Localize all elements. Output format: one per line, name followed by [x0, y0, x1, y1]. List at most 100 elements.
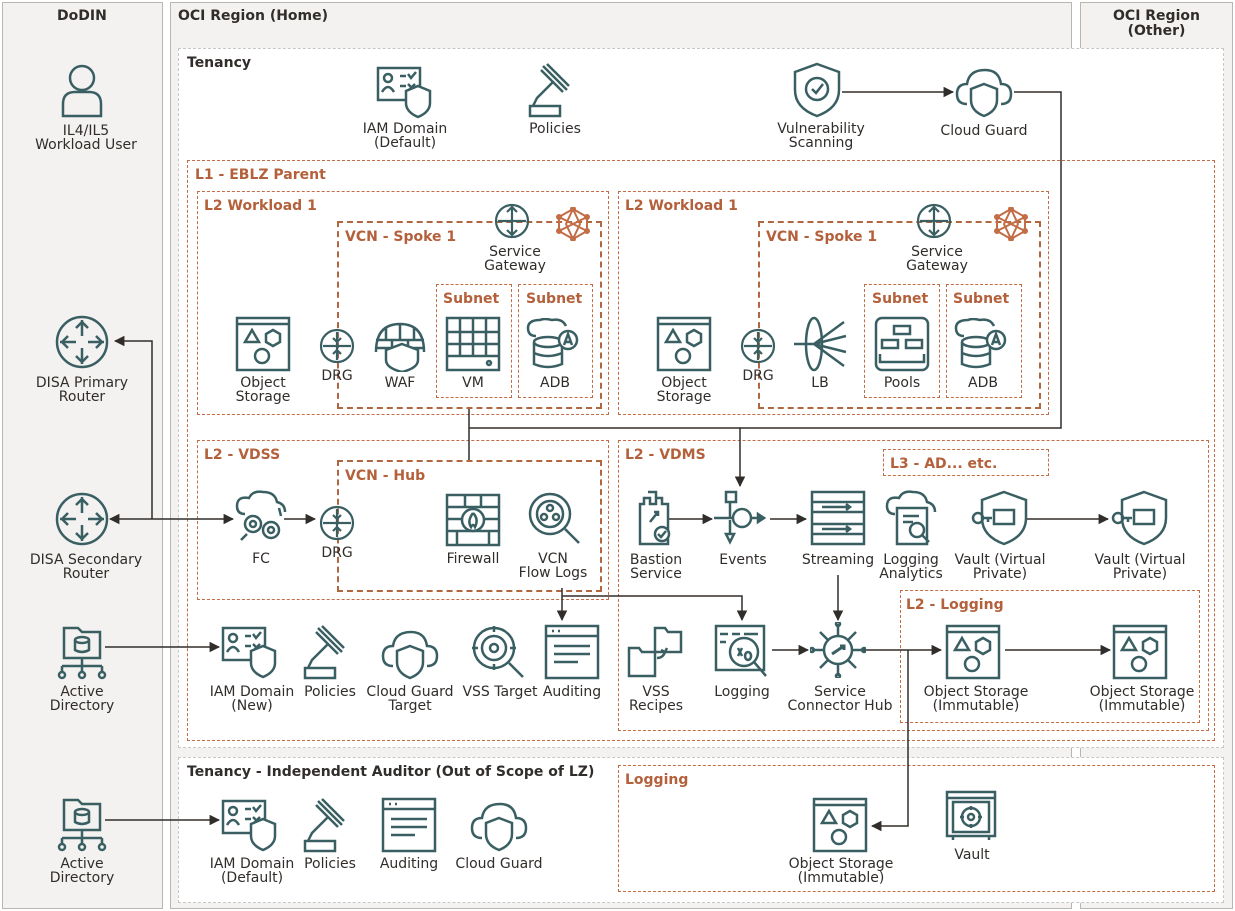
policies-3-label: Policies [304, 856, 356, 872]
vault-3-label: Vault [954, 847, 990, 863]
fc-label: FC [252, 551, 270, 567]
vss-target-label: VSS Target [462, 684, 538, 700]
vault-2-label: Vault (Virtual Private) [1094, 552, 1186, 582]
subnet-vm-title: Subnet [443, 291, 500, 307]
firewall-label: Firewall [446, 551, 500, 567]
vcn-hub-title: VCN - Hub [345, 468, 426, 484]
subnet-vm-box [436, 284, 512, 398]
auditor-logging-box [618, 765, 1215, 892]
l1-title: L1 - EBLZ Parent [195, 167, 326, 183]
object-storage-icon [235, 316, 291, 372]
logging-analytics-icon [885, 490, 937, 546]
iam-new-label: IAM Domain (New) [209, 684, 295, 714]
disa-primary-label: DISA Primary Router [35, 375, 129, 405]
adb-1-label: ADB [540, 375, 570, 391]
adb-icon [526, 318, 579, 369]
iam-default-label: IAM Domain (Default) [362, 121, 448, 151]
vault-1-label: Vault (Virtual Private) [954, 552, 1046, 582]
logging-analytics-label: Logging Analytics [879, 552, 943, 582]
vss-target-icon [472, 626, 524, 678]
policies-2-label: Policies [304, 684, 356, 700]
bastion-icon [638, 490, 671, 546]
user-label: IL4/IL5 Workload User [35, 123, 137, 153]
vcn-flow-logs-label: VCN Flow Logs [518, 551, 588, 581]
l3-box [883, 449, 1049, 476]
drg-1-label: DRG [321, 368, 353, 384]
active-directory-label: Active Directory [49, 684, 115, 714]
object-storage-immutable-icon [945, 624, 1001, 680]
streaming-label: Streaming [801, 552, 875, 568]
iam-default-2-label: IAM Domain (Default) [209, 856, 295, 886]
user-icon [61, 64, 103, 118]
vcn-flow-logs-icon [528, 492, 580, 544]
service-connector-hub-icon [810, 622, 866, 678]
object-storage-2-label: Object Storage [656, 375, 712, 405]
logging-icon [714, 624, 767, 677]
cloud-guard-label: Cloud Guard [940, 123, 1028, 139]
vulnerability-scanning-icon [793, 62, 841, 118]
pools-label: Pools [883, 375, 921, 391]
events-label: Events [719, 552, 767, 568]
subnet-adb1-box [518, 284, 593, 398]
iam-domain-auditor-icon [221, 799, 277, 852]
service-gateway-1-label: Service Gateway [484, 244, 546, 274]
drg-icon [319, 328, 355, 364]
object-storage-2-icon [656, 316, 712, 372]
iam-domain-new-icon [221, 626, 277, 679]
vault-icon [945, 790, 997, 840]
object-storage-immutable-2-icon [1112, 624, 1168, 680]
events-icon [714, 490, 767, 545]
cloud-guard-target-icon [381, 630, 439, 680]
l3-title: L3 - AD... etc. [890, 456, 998, 472]
auditor-logging-title: Logging [625, 772, 689, 788]
auditor-title: Tenancy - Independent Auditor (Out of Sc… [187, 764, 595, 780]
fastconnect-icon [235, 490, 287, 541]
workload1-box [197, 191, 609, 415]
vcn-spoke2-title: VCN - Spoke 1 [766, 229, 878, 245]
pools-icon [874, 316, 930, 372]
drg-3-icon [319, 505, 355, 541]
subnet-adb2-title: Subnet [953, 291, 1010, 307]
policies-2-icon [303, 625, 345, 680]
vdms-title: L2 - VDMS [625, 447, 706, 463]
bastion-label: Bastion Service [629, 552, 683, 582]
vault-vp-2-icon [1111, 490, 1168, 546]
l2-logging-title: L2 - Logging [906, 597, 1004, 613]
vss-recipes-icon [627, 626, 683, 678]
active-directory-2-label: Active Directory [49, 856, 115, 886]
osi-3-label: Object Storage (Immutable) [788, 856, 894, 886]
active-directory-2-icon [57, 798, 107, 852]
vm-label: VM [462, 375, 484, 391]
lb-label: LB [811, 375, 829, 391]
network-cluster-2-icon [994, 207, 1028, 241]
service-gateway-icon [494, 203, 530, 239]
sch-label: Service Connector Hub [787, 684, 893, 714]
waf-label: WAF [384, 375, 416, 391]
tenancy-title: Tenancy [187, 55, 251, 71]
vm-icon [445, 316, 501, 372]
dodin-title: DoDIN [57, 8, 107, 24]
disa-primary-router-icon [55, 315, 109, 369]
subnet-pools-title: Subnet [872, 291, 929, 307]
iam-domain-icon [376, 66, 432, 119]
disa-secondary-label: DISA Secondary Router [29, 552, 143, 582]
load-balancer-icon [794, 316, 847, 372]
vulnerability-label: Vulnerability Scanning [777, 121, 865, 151]
adb-2-label: ADB [968, 375, 998, 391]
auditing-2-icon [381, 797, 437, 853]
cg-target-label: Cloud Guard Target [366, 684, 454, 714]
auditing-1-label: Auditing [542, 684, 602, 700]
cloud-guard-2-label: Cloud Guard [455, 856, 543, 872]
vcn-spoke1-title: VCN - Spoke 1 [345, 229, 457, 245]
object-storage-immutable-3-icon [812, 797, 868, 853]
workload2-title: L2 Workload 1 [625, 198, 738, 214]
vss-recipes-label: VSS Recipes [628, 684, 684, 714]
adb-2-icon [954, 318, 1007, 369]
streaming-icon [810, 490, 866, 546]
drg-2-icon [740, 328, 776, 364]
l1-box [187, 160, 1215, 741]
vault-vp-icon [971, 490, 1028, 546]
disa-secondary-router-icon [55, 492, 109, 546]
vcn-spoke1-box [337, 221, 602, 409]
cloud-guard-icon [955, 68, 1013, 118]
